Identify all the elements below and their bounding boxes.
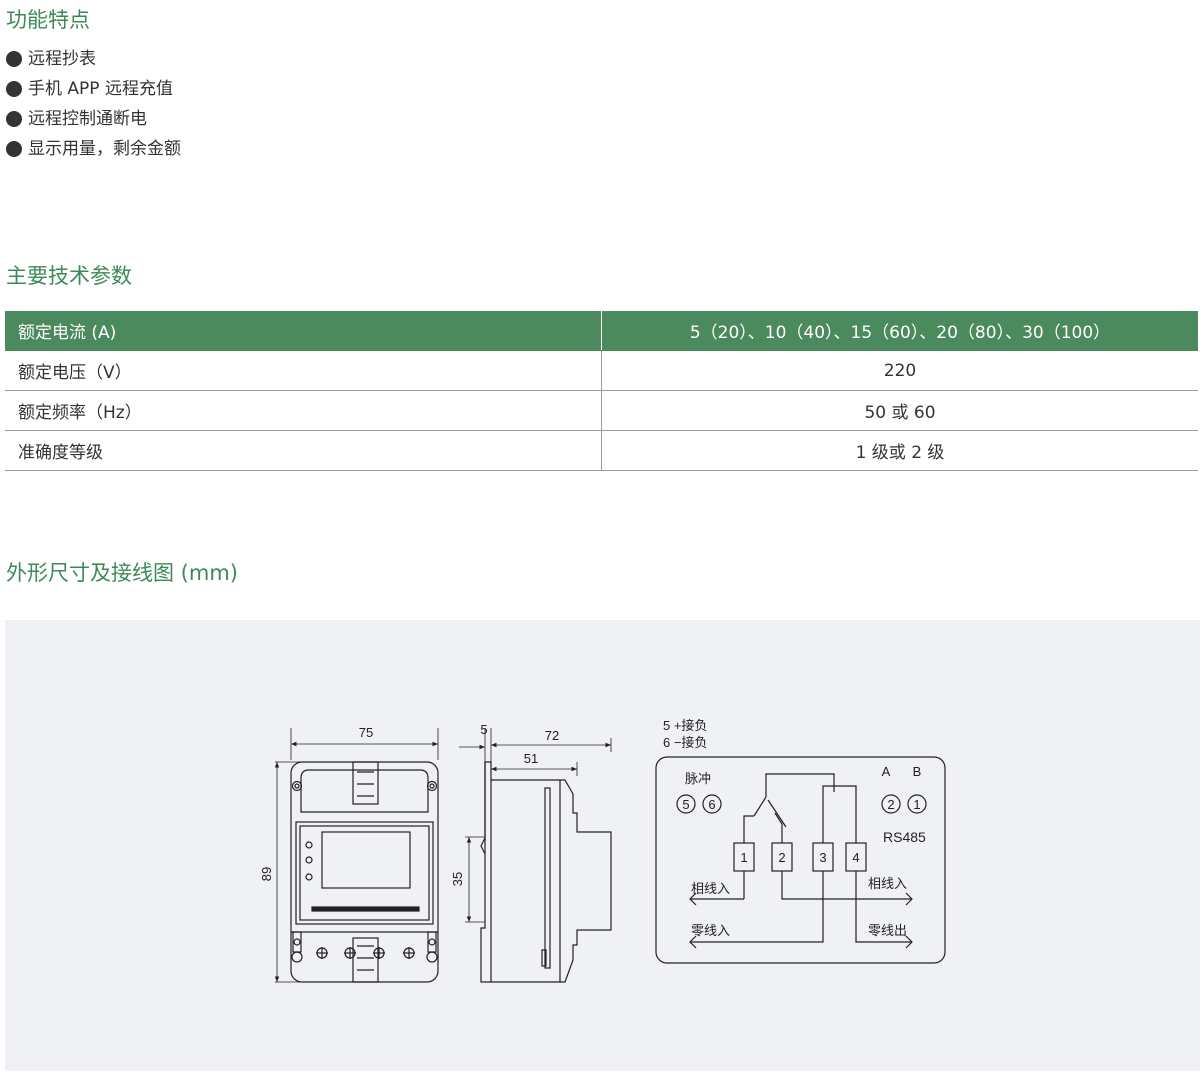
spec-value: 220 — [601, 350, 1198, 391]
dim-side-rail: 35 — [450, 872, 465, 886]
spec-value: 50 或 60 — [601, 390, 1198, 431]
table-row: 额定电压（V） 220 — [5, 350, 1198, 391]
feature-item: 远程控制通断电 — [6, 104, 181, 134]
bullet-icon — [6, 81, 22, 97]
diagram-drawing: 75 89 5 72 51 35 5 +接负 6 −接负 — [259, 718, 946, 983]
spec-value: 5（20）、10（40）、15（60）、20（80）、30（100） — [601, 311, 1198, 351]
rs485-pin-1: 1 — [913, 797, 920, 812]
table-row: 额定频率（Hz） 50 或 60 — [5, 390, 1198, 431]
rs485-label-a: A — [882, 764, 891, 779]
feature-item: 显示用量，剩余金额 — [6, 134, 181, 164]
rs485-pin-2: 2 — [887, 797, 894, 812]
terminal-2: 2 — [778, 850, 785, 865]
feature-item: 远程抄表 — [6, 44, 181, 74]
terminal-4: 4 — [852, 850, 859, 865]
dim-side-depth-inner: 51 — [524, 751, 538, 766]
bullet-icon — [6, 111, 22, 127]
rs485-label-b: B — [913, 764, 922, 779]
terminal-3: 3 — [819, 850, 826, 865]
side-view — [459, 728, 612, 983]
label-neutral-in: 零线入 — [691, 923, 730, 938]
label-phase-in-right: 相线入 — [868, 876, 907, 891]
dim-side-offset: 5 — [480, 722, 487, 737]
spec-label: 额定电压（V） — [5, 350, 602, 391]
feature-item: 手机 APP 远程充值 — [6, 74, 181, 104]
specs-table: 额定电流 (A) 5（20）、10（40）、15（60）、20（80）、30（1… — [5, 311, 1198, 471]
dim-front-width: 75 — [359, 725, 373, 740]
rs485-label: RS485 — [883, 829, 926, 845]
dim-front-height: 89 — [259, 867, 274, 881]
terminal-1: 1 — [740, 850, 747, 865]
label-phase-in-left: 相线入 — [691, 881, 730, 896]
diagram-panel: 75 89 5 72 51 35 5 +接负 6 −接负 — [5, 620, 1200, 1071]
table-row: 准确度等级 1 级或 2 级 — [5, 430, 1198, 471]
pulse-pin-6: 6 — [708, 797, 715, 812]
dim-side-depth: 72 — [545, 728, 559, 743]
bullet-icon — [6, 51, 22, 67]
pulse-note-1: 5 +接负 — [663, 718, 707, 733]
spec-label: 额定电流 (A) — [5, 311, 602, 351]
label-neutral-out: 零线出 — [868, 923, 907, 938]
pulse-pin-5: 5 — [682, 797, 689, 812]
features-title: 功能特点 — [6, 8, 90, 32]
front-view — [274, 728, 439, 983]
pulse-note-2: 6 −接负 — [663, 735, 707, 750]
spec-value: 1 级或 2 级 — [601, 430, 1198, 471]
diagram-title: 外形尺寸及接线图 (mm) — [6, 561, 238, 585]
pulse-label: 脉冲 — [685, 771, 711, 786]
features-list: 远程抄表 手机 APP 远程充值 远程控制通断电 显示用量，剩余金额 — [6, 44, 181, 164]
specs-title: 主要技术参数 — [6, 264, 132, 288]
spec-label: 额定频率（Hz） — [5, 390, 602, 431]
table-row: 额定电流 (A) 5（20）、10（40）、15（60）、20（80）、30（1… — [5, 311, 1198, 351]
bullet-icon — [6, 141, 22, 157]
spec-label: 准确度等级 — [5, 430, 602, 471]
wiring-diagram — [655, 756, 946, 964]
